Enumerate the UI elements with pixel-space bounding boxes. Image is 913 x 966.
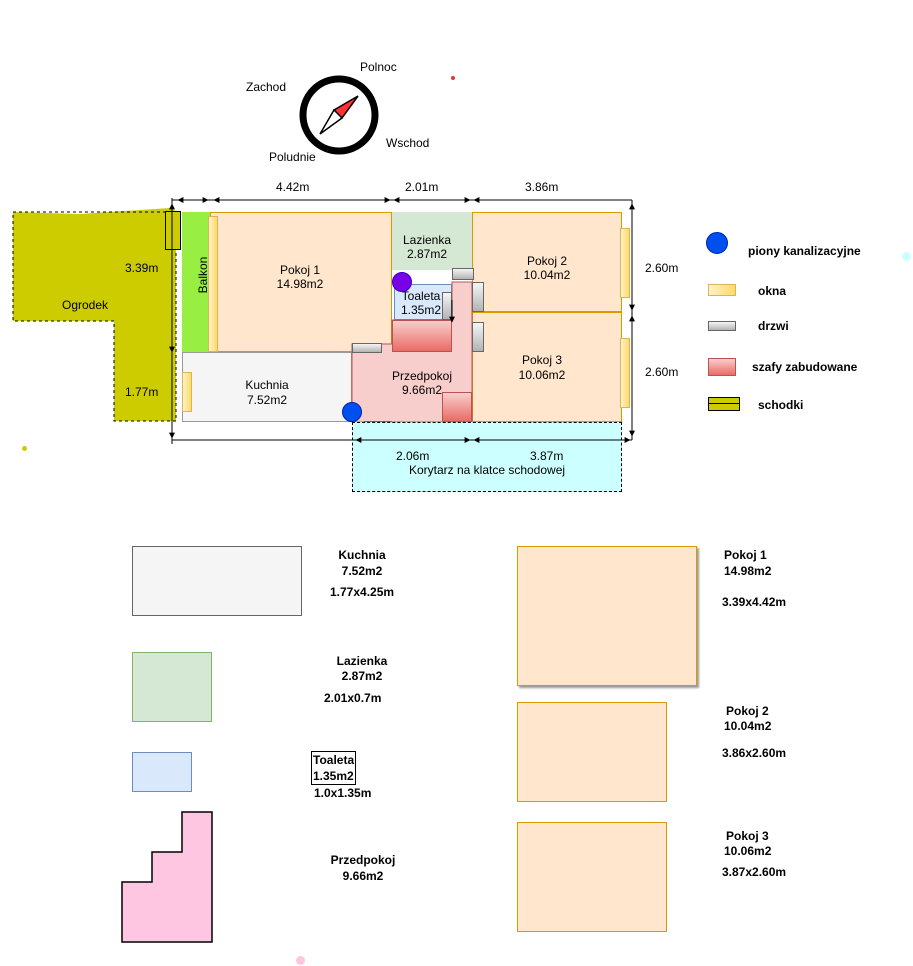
pokoj3-name: Pokoj 3 xyxy=(521,353,563,367)
card-pokoj1-name: Pokoj 1 xyxy=(724,548,767,562)
dim-bottom-right: 3.87m xyxy=(530,449,564,463)
door-pokoj2 xyxy=(472,282,484,312)
legend-szafy: szafy zabudowane xyxy=(752,360,858,374)
room-pokoj2 xyxy=(472,212,622,312)
room-pokoj1 xyxy=(210,212,392,352)
przedpokoj-area: 9.66m2 xyxy=(401,383,443,397)
pokoj1-name: Pokoj 1 xyxy=(279,263,321,277)
corridor-label: Korytarz na klatce schodowej xyxy=(408,463,566,477)
dim-right-lower: 2.60m xyxy=(645,365,679,379)
compass-east: Wschod xyxy=(386,136,430,150)
pipe-hall xyxy=(342,402,362,422)
balcony xyxy=(182,212,210,352)
speck-dot xyxy=(296,956,305,965)
card-pokoj2-name: Pokoj 2 xyxy=(726,704,769,718)
card-pokoj1-size: 3.39x4.42m xyxy=(722,595,787,609)
dim-top-left: 4.42m xyxy=(276,180,310,194)
legend-door-icon xyxy=(708,321,736,331)
legend-wardrobe-icon xyxy=(708,358,736,376)
pokoj1-area: 14.98m2 xyxy=(276,277,324,291)
dim-top-right: 3.86m xyxy=(525,180,559,194)
pokoj2-name: Pokoj 2 xyxy=(526,254,568,268)
door-lazienka xyxy=(452,268,474,280)
przedpokoj-name: Przedpokoj xyxy=(391,369,453,383)
toaleta-area: 1.35m2 xyxy=(400,303,442,317)
wardrobe-1 xyxy=(392,320,452,352)
dim-top-mid: 2.01m xyxy=(405,180,439,194)
card-przedpokoj-area: 9.66m2 xyxy=(342,869,384,883)
door-kitchen xyxy=(352,343,382,353)
kuchnia-name: Kuchnia xyxy=(245,378,289,392)
compass-south: Poludnie xyxy=(269,150,316,164)
dim-bottom-left: 2.06m xyxy=(396,449,430,463)
card-kuchnia-area: 7.52m2 xyxy=(341,564,383,578)
card-pokoj2-size: 3.86x2.60m xyxy=(722,746,787,760)
legend-stairs-icon xyxy=(708,397,740,411)
kuchnia-area: 7.52m2 xyxy=(246,393,288,407)
window-kitchen xyxy=(182,372,192,412)
card-toaleta-name: Toaleta xyxy=(313,753,355,767)
legend-pipe-icon xyxy=(706,232,728,254)
dim-left-upper: 3.39m xyxy=(125,261,159,275)
legend-window-icon xyxy=(708,284,736,296)
room-lazienka xyxy=(392,212,472,270)
lazienka-name: Lazienka xyxy=(402,233,452,247)
card-kuchnia-name: Kuchnia xyxy=(338,548,386,562)
compass-north: Polnoc xyxy=(360,60,397,74)
card-kuchnia-swatch xyxy=(132,546,302,616)
room-kuchnia xyxy=(182,352,352,422)
card-przedpokoj-name: Przedpokoj xyxy=(330,853,396,867)
dimension-lines xyxy=(169,197,635,444)
card-lazienka-swatch xyxy=(132,652,212,722)
card-pokoj1-area: 14.98m2 xyxy=(724,564,772,578)
garden-label: Ogrodek xyxy=(62,298,109,312)
card-toaleta-name-area: Toaleta 1.35m2 xyxy=(311,751,357,785)
speck-dot xyxy=(902,252,911,261)
card-pokoj3-name: Pokoj 3 xyxy=(726,829,769,843)
dim-right-upper: 2.60m xyxy=(645,261,679,275)
card-kuchnia-size: 1.77x4.25m xyxy=(330,585,395,599)
card-pokoj1-swatch xyxy=(517,546,697,686)
card-pokoj3-area: 10.06m2 xyxy=(724,844,772,858)
compass-west: Zachod xyxy=(246,80,287,94)
card-toaleta-size: 1.0x1.35m xyxy=(314,786,372,800)
window-balcony xyxy=(208,216,218,352)
speck-dot xyxy=(451,76,455,80)
pipe-toilet xyxy=(392,272,412,292)
pokoj3-area: 10.06m2 xyxy=(518,368,566,382)
card-lazienka-name: Lazienka xyxy=(336,654,388,668)
card-lazienka-area: 2.87m2 xyxy=(341,669,383,683)
toaleta-name: Toaleta xyxy=(401,289,441,303)
corridor xyxy=(352,422,622,492)
legend-okna: okna xyxy=(758,284,787,298)
card-lazienka-size: 2.01x0.7m xyxy=(324,691,382,705)
card-pokoj2-swatch xyxy=(517,702,667,802)
wardrobe-2 xyxy=(442,392,472,422)
dim-left-lower: 1.77m xyxy=(125,385,159,399)
card-toaleta-swatch xyxy=(132,752,192,792)
lazienka-area: 2.87m2 xyxy=(406,247,448,261)
door-pokoj3 xyxy=(472,322,484,352)
card-toaleta-area: 1.35m2 xyxy=(313,769,354,783)
card-pokoj2-area: 10.04m2 xyxy=(724,719,772,733)
legend-schodki: schodki xyxy=(758,398,804,412)
legend-drzwi: drzwi xyxy=(758,319,789,333)
card-pokoj3-size: 3.87x2.60m xyxy=(722,865,787,879)
card-pokoj3-swatch xyxy=(517,822,667,932)
pokoj2-area: 10.04m2 xyxy=(523,268,571,282)
legend-piony: piony kanalizacyjne xyxy=(748,244,861,258)
speck-dot xyxy=(22,446,27,451)
compass-icon xyxy=(299,75,379,155)
card-przedpokoj-swatch xyxy=(121,811,213,943)
